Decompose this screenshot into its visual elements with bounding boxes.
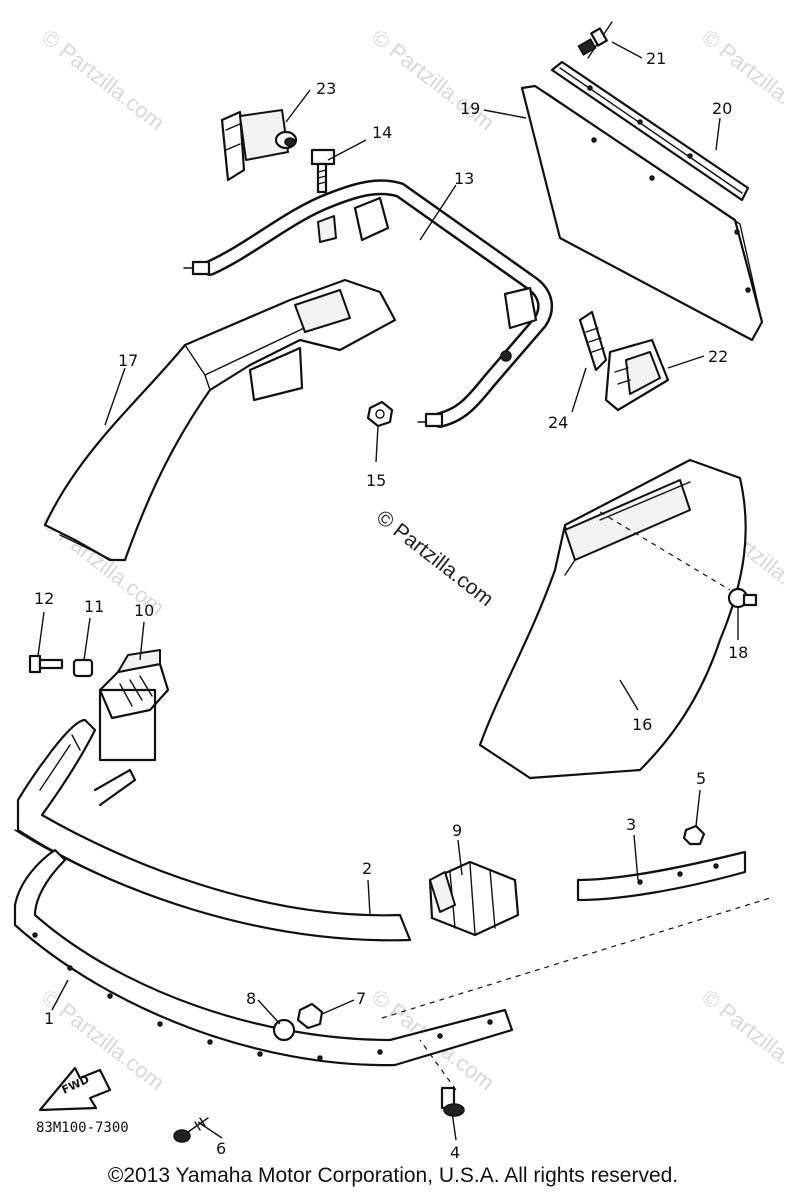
callout-6: 6 (216, 1139, 226, 1158)
callout-11: 11 (84, 597, 104, 616)
callout-2: 2 (362, 859, 372, 878)
part-22-latch (604, 338, 670, 412)
callout-10: 10 (134, 601, 154, 620)
callout-24: 24 (548, 413, 568, 432)
callout-3: 3 (626, 815, 636, 834)
part-24-clip (578, 310, 608, 372)
part-10-bracket (98, 649, 170, 762)
part-3-rail (576, 850, 747, 902)
part-4-rivet (440, 1086, 465, 1117)
part-18-rivet (727, 587, 758, 609)
part-9-rubber-block (428, 860, 520, 937)
diagram-code: 83M100-7300 (36, 1120, 129, 1136)
part-23-bracket (220, 109, 298, 182)
watermark-center: © Partzilla.com (372, 506, 498, 611)
part-14-bolt (310, 148, 336, 194)
part-1-main-bumper (13, 848, 514, 1067)
part-19-panel (520, 84, 764, 342)
parts-diagram: © Partzilla.com © Partzilla.com © Partzi… (13, 21, 786, 1160)
callout-1: 1 (44, 1009, 54, 1028)
part-6-screw (173, 1117, 209, 1143)
callout-4: 4 (450, 1143, 460, 1160)
part-2-bumper-rail (14, 718, 412, 942)
callout-16: 16 (632, 715, 652, 734)
callout-13: 13 (454, 169, 474, 188)
callout-23: 23 (316, 79, 336, 98)
callout-22: 22 (708, 347, 728, 366)
part-7-nut (296, 1002, 324, 1030)
part-21-screw (577, 21, 613, 59)
part-15-nut (366, 400, 394, 428)
callout-21: 21 (646, 49, 666, 68)
callout-15: 15 (366, 471, 386, 490)
part-11-collar (72, 658, 94, 678)
callout-leaders (37, 41, 739, 1141)
alignment-dashed-line (381, 897, 771, 1019)
part-8-washer (272, 1018, 296, 1042)
part-16-fender (478, 458, 747, 780)
part-20-strip (550, 60, 750, 202)
callout-18: 18 (728, 643, 748, 662)
watermark-top-right: © Partzilla.com (697, 24, 786, 135)
callout-numbers: 1 2 3 4 5 6 7 8 9 10 11 12 13 14 15 16 1… (34, 49, 748, 1160)
callout-12: 12 (34, 589, 54, 608)
fwd-arrow-icon: FWD (38, 1066, 112, 1112)
watermark-top-center: © Partzilla.com (367, 24, 499, 135)
copyright-notice: ©2013 Yamaha Motor Corporation, U.S.A. A… (107, 1164, 679, 1187)
part-17-fender (43, 278, 397, 562)
callout-8: 8 (246, 989, 256, 1008)
callout-19: 19 (460, 99, 480, 118)
callout-20: 20 (712, 99, 732, 118)
watermark-bottom-right: © Partzilla.com (697, 984, 786, 1095)
part-12-bolt (28, 654, 64, 674)
part-5-collar (682, 824, 706, 846)
callout-7: 7 (356, 989, 366, 1008)
alignment-dashed-line-2 (419, 1039, 457, 1091)
callout-5: 5 (696, 769, 706, 788)
callout-9: 9 (452, 821, 462, 840)
callout-14: 14 (372, 123, 392, 142)
part-13-tube-frame (183, 179, 554, 428)
callout-17: 17 (118, 351, 138, 370)
watermark-top-left: © Partzilla.com (37, 24, 169, 135)
